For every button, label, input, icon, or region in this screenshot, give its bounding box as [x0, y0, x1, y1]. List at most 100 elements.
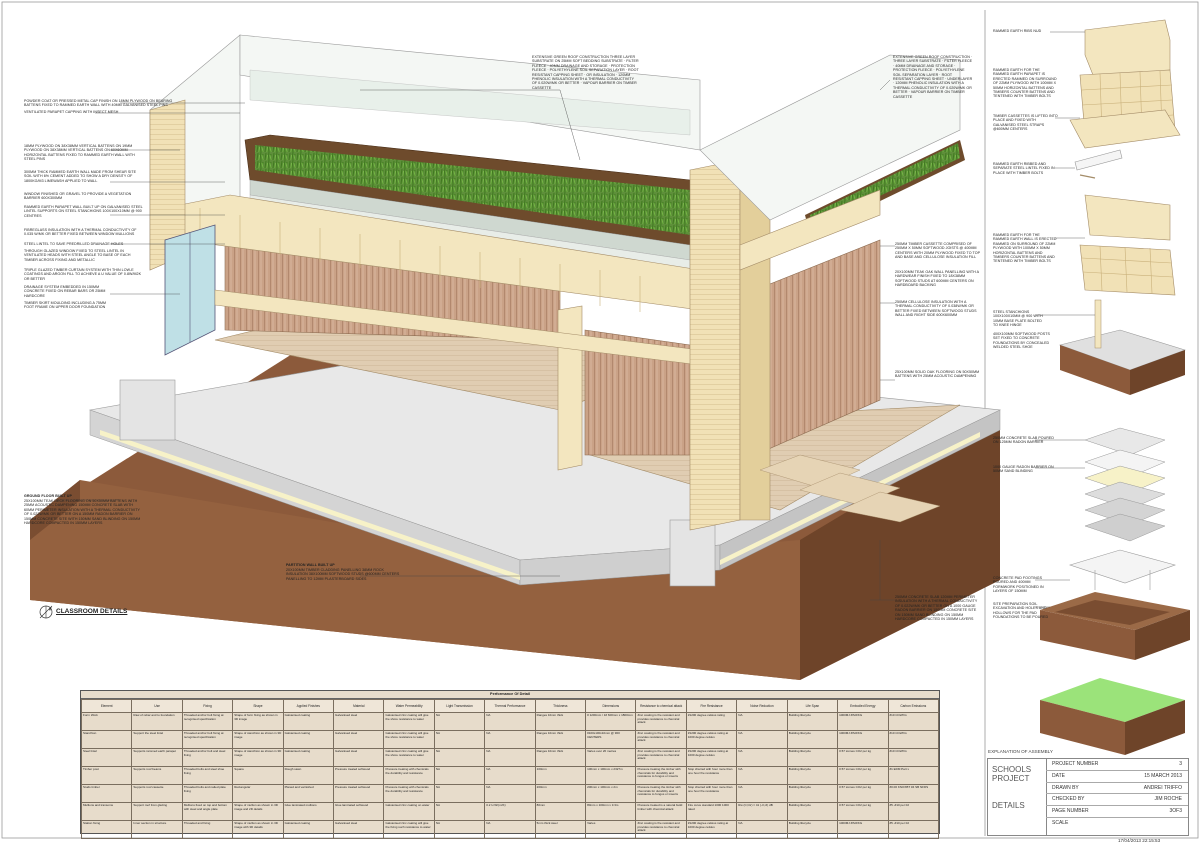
table-cell: Varies [585, 820, 637, 839]
table-cell: Pressure treating with chemicals the dur… [383, 766, 435, 785]
table-header-cell: Light Transmission [433, 699, 486, 713]
table-cell: Threaded anchor bolt fixing at recognise… [181, 730, 234, 749]
label-floor-heading: GROUND FLOOR BUILT UP [24, 494, 72, 498]
label-concrete-slab: 250mm CONCRETE SLAB 120mm PERIMETER INSU… [895, 595, 978, 622]
label-drainage: DRAINAGE SYSTEM EMBEDDED IN 150mm CONCRE… [24, 285, 106, 298]
label-green-roof-right: EXTENSIVE GREEN ROOF CONSTRUCTION · THRE… [893, 55, 973, 99]
table-cell: NA [736, 712, 788, 731]
label-oak-flooring: 25x100mm SOLID OAK FLOORING ON 50x50mm B… [895, 370, 980, 379]
label-gravel-barrier: WINDOW FINISHED OR GRAVEL TO PROVIDE A V… [24, 192, 132, 201]
table-cell: Galvanised coating [282, 712, 335, 731]
table-cell: Rw (C;Ctr) = 41 (-3;-6) dB [736, 802, 788, 821]
table-cell: Galvanised coating [282, 820, 335, 839]
table-cell: Ranges 10mm thick [534, 748, 587, 767]
table-cell: NA [484, 766, 536, 785]
table-cell: 0.57 tonnes CO2 per kg [837, 748, 889, 767]
assembly-step-8: 250mm CONCRETE SLAB POURED ON 125mm RADO… [993, 436, 1055, 445]
table-cell: Pressure treated is a natural build timb… [635, 802, 687, 821]
table-cell: NA [484, 748, 536, 767]
label-parapet-lintel: RAMMED EARTH PARAPET WALL BUILT UP ON GA… [24, 205, 143, 218]
table-cell: NA [484, 730, 536, 749]
table-cell: Shape of form fixing as shown in 3D imag… [232, 712, 284, 731]
table-header-cell: Element [80, 699, 133, 713]
table-cell: Stop charred with hour more than one hou… [685, 766, 738, 785]
table-cell: Galvanised coating [282, 748, 335, 767]
table-cell: Ranges 10mm thick [534, 730, 587, 749]
label-skirt-moulding: TIMBER SKIRT MOULDING INCLUDING A 75mm F… [24, 301, 107, 310]
table-cell: Timber post [80, 766, 133, 785]
table-cell: 0.57 tonnes CO2 per kg [837, 802, 889, 821]
table-cell: Building lifecycle [786, 748, 839, 767]
label-vent-capping: VENTILATED PARAPET CAPPING WITH INSECT M… [24, 110, 119, 114]
table-cell: Station fixing [80, 820, 133, 839]
drawing-caption: CLASSROOM DETAILS [56, 608, 128, 615]
table-cell: #5 -#10 per 02 [887, 820, 939, 839]
table-cell: 1000MJ #/MJ/KG [837, 730, 889, 749]
table-cell: NA [736, 748, 788, 767]
table-cell: Supports roof beams [131, 766, 183, 785]
table-cell: Galvanised steel [333, 820, 385, 839]
table-cell: Galvanised zinc coating on water [383, 802, 435, 821]
table-cell: Building lifecycle [786, 784, 839, 803]
table-cell: Square [232, 766, 284, 785]
table-cell: Raw of rebar and to foundation [131, 712, 183, 731]
assembly-step-1: RAMMED EARTH RIBS NUD [993, 29, 1042, 33]
north-arrow-icon [39, 605, 53, 619]
table-cell: Galvanised steel [333, 712, 385, 731]
table-cell: Zinc coating is fire resistant and provi… [635, 712, 687, 731]
table-cell: Galvanised zinc coating will give the sh… [383, 712, 435, 731]
table-cell: #1200 degree celsius rating at 1000 degr… [685, 820, 738, 839]
table-cell: Stop charred with hour more than one hou… [685, 784, 738, 803]
table-cell: 0.2 U-W/(m²K) [484, 802, 536, 821]
label-triple-glazing: TRIPLE GLAZED TIMBER CURTAIN SYSTEM WITH… [24, 268, 142, 281]
table-header-cell: Noise Reduction [736, 699, 788, 713]
label-fibreglass-insulation: FIBREGLASS INSULATION WITH A THERMAL CON… [24, 228, 137, 237]
table-cell: #10 CO2/KG [887, 712, 939, 731]
table-cell: Pressure treating with chemicals the dur… [383, 784, 435, 803]
table-cell: Pressure treating the timber with chemic… [635, 766, 687, 785]
label-through-glazed-window: THROUGH GLAZED WINDOW FIXED TO STEEL LIN… [24, 249, 131, 262]
table-cell: #0.00 KNOXBT #4 SB NFDS [887, 784, 939, 803]
table-cell: NA [736, 820, 788, 839]
table-cell: Threaded anchor bolt and steel fixing [181, 748, 234, 767]
table-header-cell: Dimensions [585, 699, 637, 713]
table-header-cell: Fire Resistance [685, 699, 738, 713]
table-cell: Threaded anchor bolt fixing at recognise… [181, 712, 234, 731]
title-block-heading: EXPLANATION OF ASSEMBLY [988, 749, 1053, 754]
table-cell: Rectangular [232, 784, 284, 803]
table-cell: Studs timber [80, 784, 133, 803]
table-cell: Stanchion [80, 730, 133, 749]
table-cell: Threaded and fixing [181, 820, 234, 839]
table-cell: 5mm thick steel [534, 820, 587, 839]
table-header-cell: Material [333, 699, 385, 713]
parapet-wall-right [699, 54, 961, 221]
table-cell: Supports rammed earth parapet [131, 748, 183, 767]
table-cell: # 1200mm / 1# 600mm x 1800mm [585, 712, 637, 731]
assembly-step-6: STEEL STANCHIONS 100x100x10mm @ 900 WITH… [993, 310, 1043, 328]
table-cell: Shape of mullion as shown in 3D image wi… [232, 820, 284, 839]
label-steel-lintel: STEEL LINTEL TO SAVE PREDRILLED DRAINAGE… [24, 242, 124, 246]
assembly-step-10: CONCRETE PAD FOOTINGS POURED AND 400mm F… [993, 576, 1044, 594]
table-cell: NA [433, 784, 486, 803]
table-cell: Building lifecycle [786, 820, 839, 839]
table-header-cell: Fixing [181, 699, 234, 713]
table-cell: Galvanised zinc coating will give the fi… [383, 820, 435, 839]
table-header-cell: Carbon Emissions [887, 699, 939, 713]
table-cell: NA [433, 766, 486, 785]
table-cell: Galvanised zinc coating will give the sh… [383, 730, 435, 749]
table-cell: Support roof from glazing [131, 802, 183, 821]
table-cell: Building lifecycle [786, 766, 839, 785]
assembly-step-5: RAMMED EARTH FOR THE RAMMED EARTH WALL I… [993, 233, 1057, 264]
table-cell: Building lifecycle [786, 712, 839, 731]
table-cell: Mullions and transoms [80, 802, 133, 821]
table-cell: Inner section in structure [131, 820, 183, 839]
table-cell: Form Work [80, 712, 133, 731]
